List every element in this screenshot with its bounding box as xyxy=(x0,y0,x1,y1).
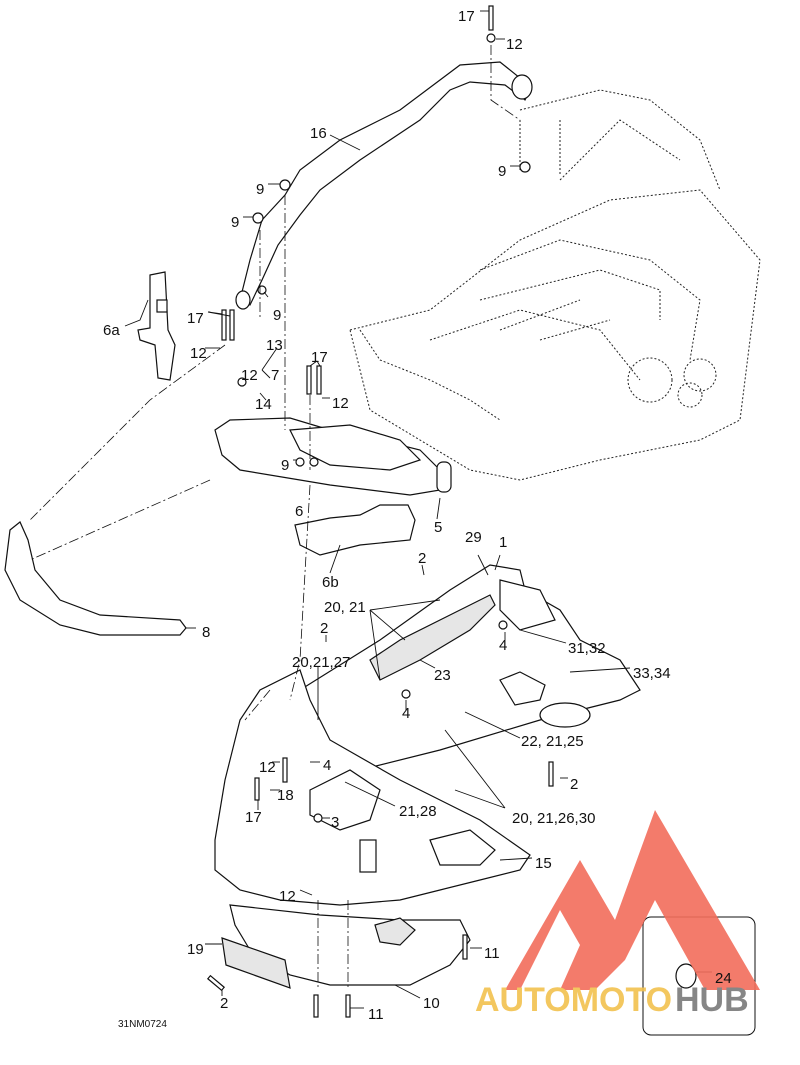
callout-c20212630: 20, 21,26,30 xyxy=(512,810,595,827)
callout-c16: 16 xyxy=(310,125,327,142)
callout-c12c: 12 xyxy=(241,367,258,384)
callout-c3: 3 xyxy=(331,814,339,831)
lower-shell xyxy=(214,669,531,906)
callout-c9a: 9 xyxy=(498,163,506,180)
callout-c11b: 11 xyxy=(368,1006,384,1023)
watermark-logo-icon xyxy=(505,810,760,990)
callout-c2021a: 20, 21 xyxy=(324,599,366,616)
callout-c2b: 2 xyxy=(320,620,328,637)
callout-c9b: 9 xyxy=(256,181,264,198)
callout-c18: 18 xyxy=(277,787,294,804)
callout-c6a: 6a xyxy=(103,322,120,339)
fasteners xyxy=(206,5,554,1018)
callout-c6b: 6b xyxy=(322,574,339,591)
skid-plate xyxy=(229,904,471,986)
front-bar xyxy=(4,521,187,636)
callout-c2d: 2 xyxy=(220,995,228,1012)
callout-c12f: 12 xyxy=(279,888,296,905)
callout-c2128: 21,28 xyxy=(399,803,437,820)
callout-c4a: 4 xyxy=(499,637,507,654)
callout-c17a: 17 xyxy=(458,8,475,25)
callout-c12b: 12 xyxy=(190,345,207,362)
callout-c5: 5 xyxy=(434,519,442,536)
bracket-6a xyxy=(137,271,176,381)
callout-c13: 13 xyxy=(266,337,283,354)
callout-c17d: 17 xyxy=(245,809,262,826)
callout-c15: 15 xyxy=(535,855,552,872)
callout-c9e: 9 xyxy=(281,457,289,474)
callout-c10: 10 xyxy=(423,995,440,1012)
callout-c4c: 4 xyxy=(323,757,331,774)
callout-c14: 14 xyxy=(255,396,272,413)
callout-c222125: 22, 21,25 xyxy=(521,733,584,750)
callout-c3334: 33,34 xyxy=(633,665,671,682)
callout-c12e: 12 xyxy=(259,759,276,776)
callout-c3132: 31,32 xyxy=(568,640,606,657)
callout-c7: 7 xyxy=(271,367,279,384)
watermark: AUTOMOTO HUB xyxy=(475,810,760,1019)
bumper-bar xyxy=(235,61,533,310)
callout-c9d: 9 xyxy=(273,307,281,324)
callout-c202127: 20,21,27 xyxy=(292,654,350,671)
callout-c24: 24 xyxy=(715,970,732,987)
callout-c2a: 2 xyxy=(418,550,426,567)
callout-c12a: 12 xyxy=(506,36,523,53)
callout-c2c: 2 xyxy=(570,776,578,793)
callout-c9c: 9 xyxy=(231,214,239,231)
callout-c17c: 17 xyxy=(311,349,328,366)
bracket-6b xyxy=(294,504,416,556)
callout-c23: 23 xyxy=(434,667,451,684)
callout-c4b: 4 xyxy=(402,705,410,722)
callout-c29: 29 xyxy=(465,529,482,546)
callout-c1: 1 xyxy=(499,534,507,551)
diagram-code: 31NM0724 xyxy=(118,1019,167,1030)
callout-c8: 8 xyxy=(202,624,210,641)
callout-c12d: 12 xyxy=(332,395,349,412)
callout-c6: 6 xyxy=(295,503,303,520)
hood-panel xyxy=(299,564,641,771)
callout-c11a: 11 xyxy=(484,945,500,962)
front-bumper xyxy=(214,417,452,496)
grill xyxy=(221,937,291,989)
center-lines xyxy=(29,45,521,990)
watermark-brand-part1: AUTOMOTO xyxy=(475,981,672,1019)
vehicle-frame xyxy=(349,89,761,481)
watermark-brand-part2: HUB xyxy=(675,981,749,1019)
callout-c19: 19 xyxy=(187,941,204,958)
callout-c17b: 17 xyxy=(187,310,204,327)
